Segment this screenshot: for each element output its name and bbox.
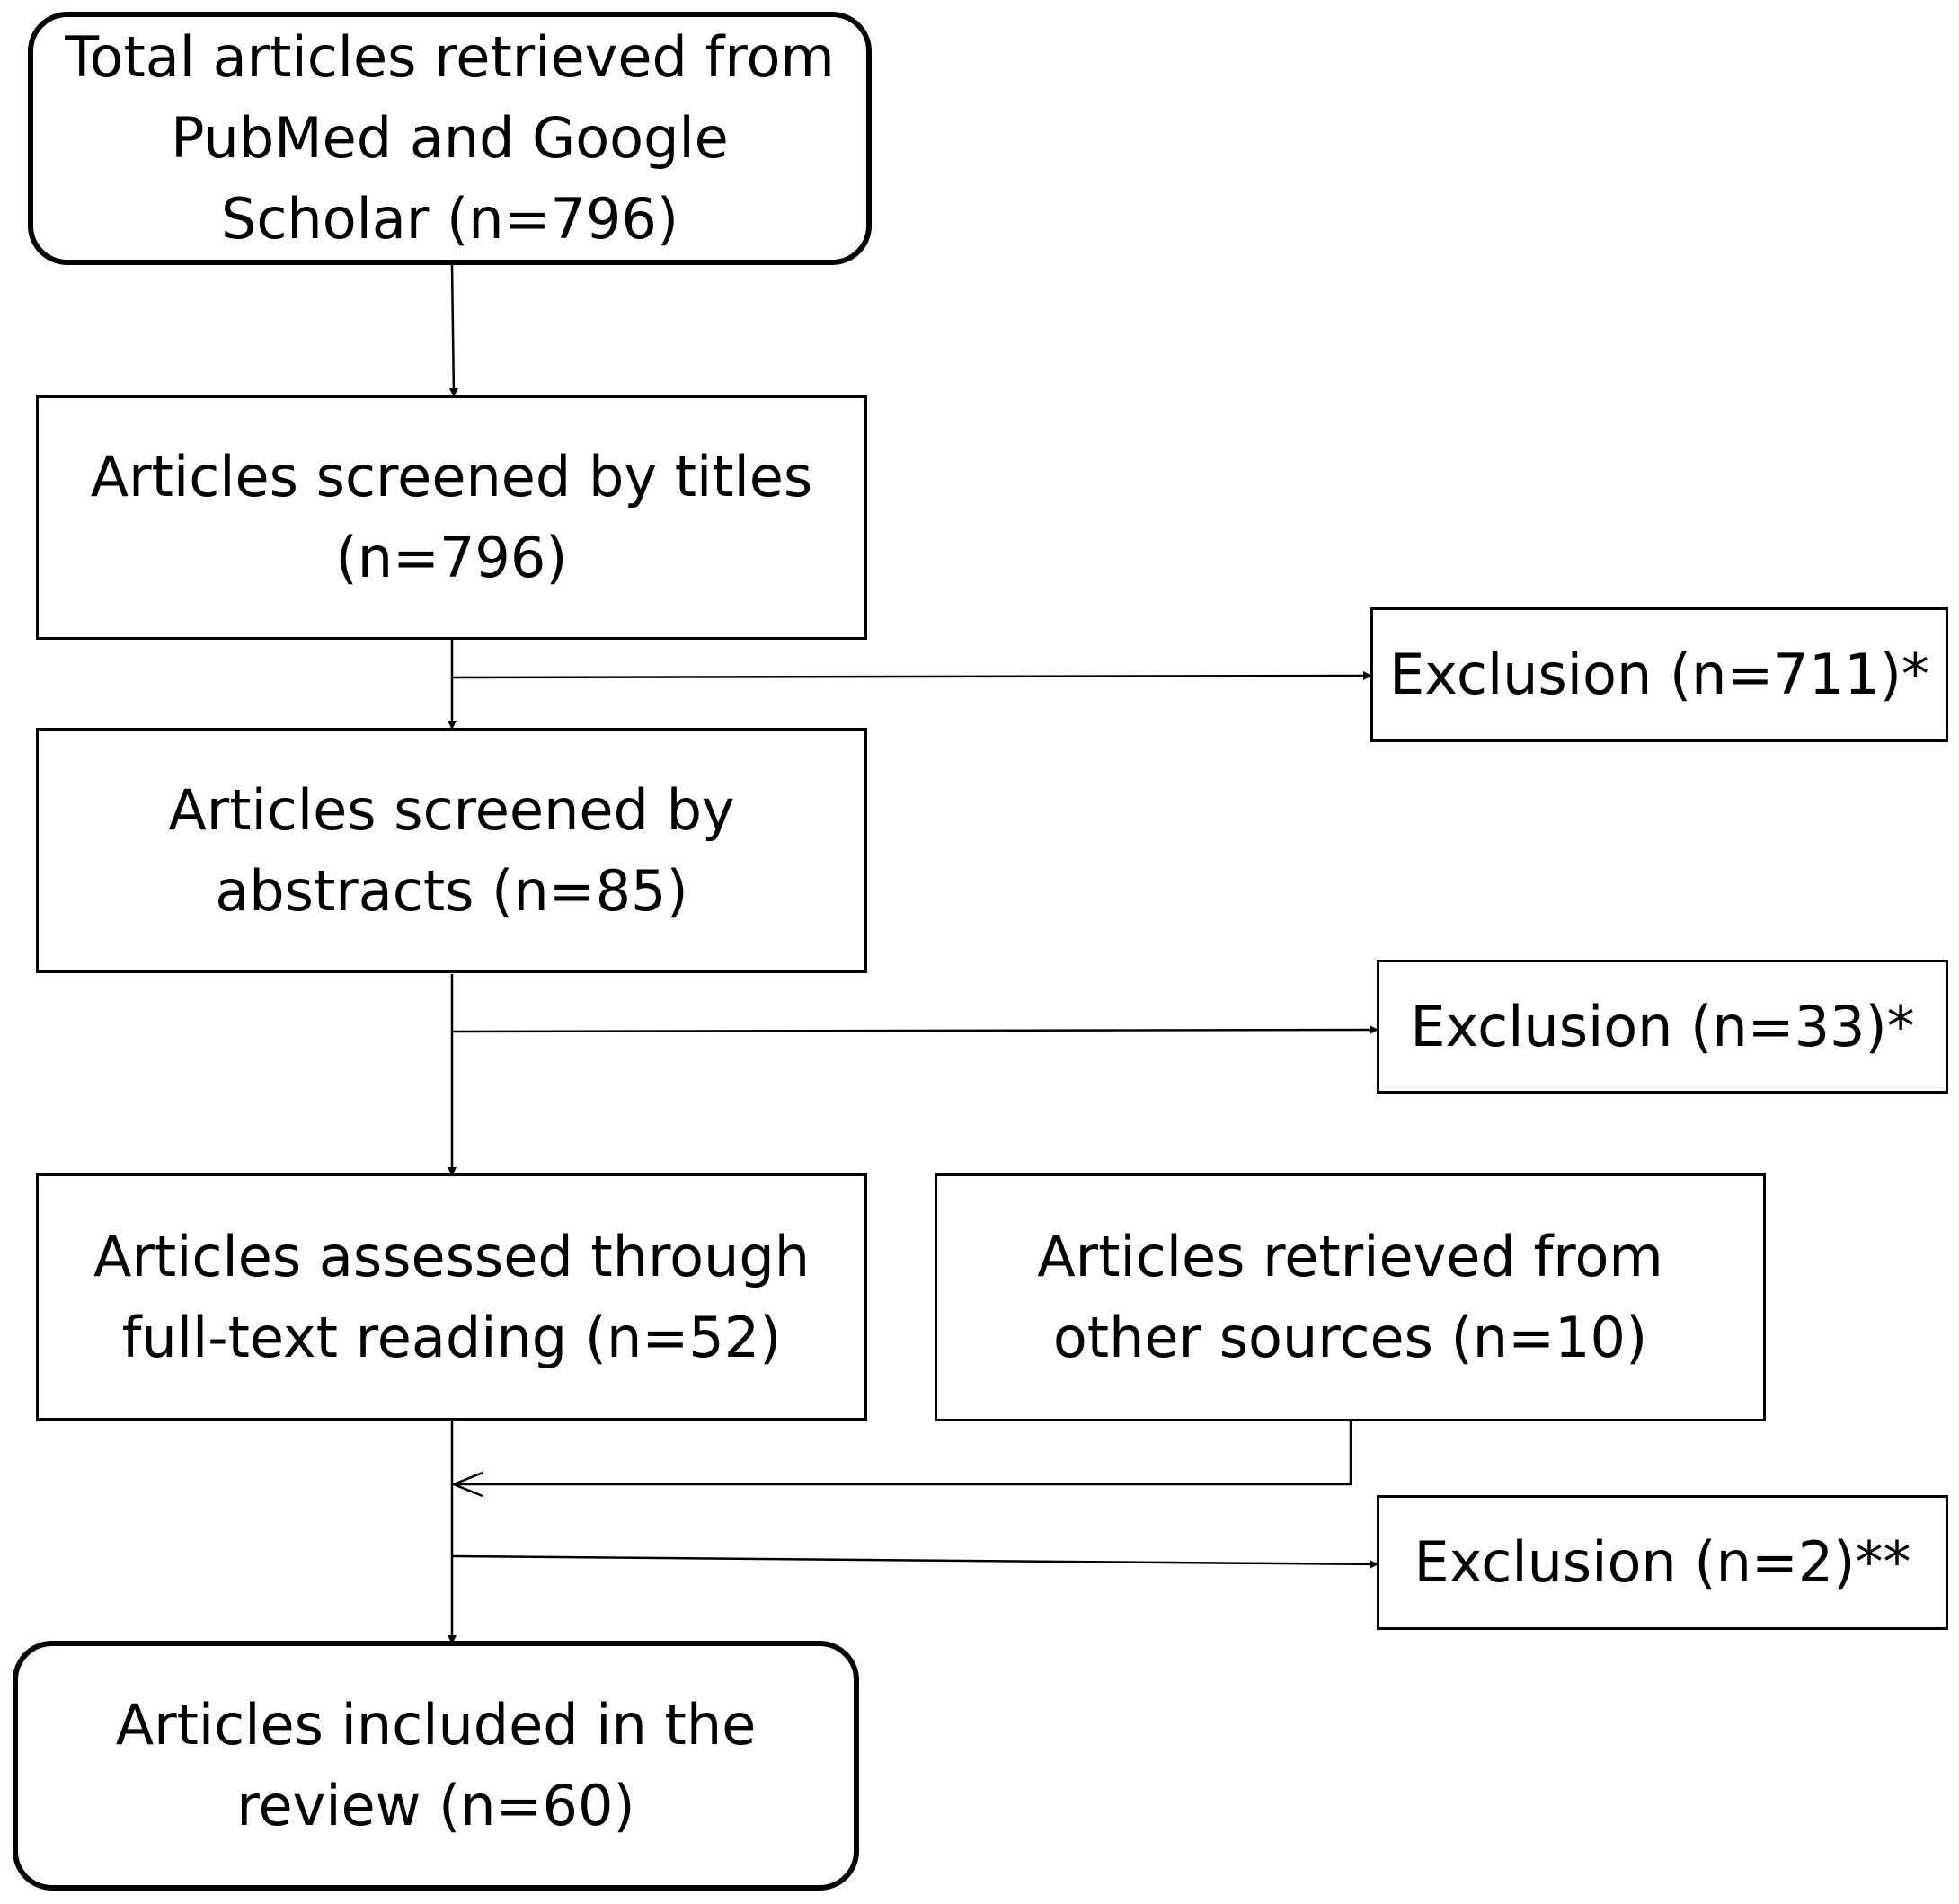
fulltext-text-line-1: Articles assessed through xyxy=(93,1217,810,1297)
exclusion-711-label: Exclusion (n=711)* xyxy=(1389,634,1929,715)
arrow-to-exclusion-33 xyxy=(452,1030,1378,1032)
arrow-to-exclusion-2 xyxy=(452,1556,1378,1564)
other-sources-text-line-1: Articles retrieved from xyxy=(1037,1217,1663,1297)
retrieved-text-line-1: Total articles retrieved from xyxy=(65,17,835,98)
other-sources-text-line-2: other sources (n=10) xyxy=(1053,1297,1647,1378)
fulltext-box: Articles assessed through full-text read… xyxy=(36,1173,867,1421)
titles-text-line-2: (n=796) xyxy=(336,518,568,598)
retrieved-text-line-2: PubMed and Google xyxy=(171,98,729,179)
exclusion-711-box: Exclusion (n=711)* xyxy=(1370,607,1948,742)
arrow-to-exclusion-711 xyxy=(452,676,1371,677)
included-text-line-1: Articles included in the xyxy=(116,1685,757,1766)
other-sources-box: Articles retrieved from other sources (n… xyxy=(935,1173,1766,1421)
titles-box: Articles screened by titles (n=796) xyxy=(36,395,867,640)
included-text-line-2: review (n=60) xyxy=(236,1766,634,1846)
exclusion-2-label: Exclusion (n=2)** xyxy=(1414,1522,1911,1603)
arrow-retrieved-to-titles xyxy=(452,265,454,396)
retrieved-box: Total articles retrieved from PubMed and… xyxy=(28,12,872,265)
connector-other-sources xyxy=(454,1421,1351,1484)
included-box: Articles included in the review (n=60) xyxy=(13,1641,859,1891)
exclusion-33-label: Exclusion (n=33)* xyxy=(1410,987,1914,1067)
exclusion-2-box: Exclusion (n=2)** xyxy=(1377,1495,1948,1630)
retrieved-text-line-3: Scholar (n=796) xyxy=(221,179,678,260)
abstracts-text-line-1: Articles screened by xyxy=(168,770,734,851)
abstracts-text-line-2: abstracts (n=85) xyxy=(215,851,687,932)
fulltext-text-line-2: full-text reading (n=52) xyxy=(122,1297,782,1378)
exclusion-33-box: Exclusion (n=33)* xyxy=(1377,960,1948,1094)
titles-text-line-1: Articles screened by titles xyxy=(91,437,813,518)
abstracts-box: Articles screened by abstracts (n=85) xyxy=(36,728,867,973)
